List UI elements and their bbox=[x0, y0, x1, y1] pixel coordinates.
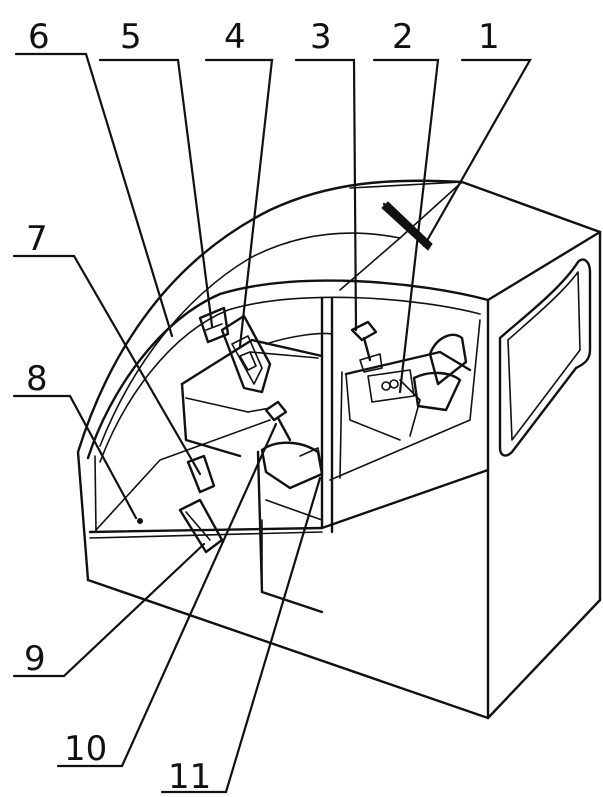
seat-left bbox=[198, 306, 230, 344]
leader-4 bbox=[204, 58, 274, 348]
leader-5 bbox=[98, 58, 214, 328]
callout-2: 2 bbox=[392, 17, 414, 57]
pedal-upper bbox=[186, 454, 216, 494]
callout-6: 6 bbox=[28, 17, 50, 57]
leader-7 bbox=[12, 254, 202, 476]
callout-9: 9 bbox=[24, 639, 46, 679]
seat-right bbox=[367, 333, 468, 412]
callout-1: 1 bbox=[478, 17, 500, 57]
wiper bbox=[381, 201, 433, 251]
leader-6 bbox=[14, 52, 174, 338]
side-window bbox=[498, 258, 592, 457]
leader-11 bbox=[160, 476, 322, 794]
callout-3: 3 bbox=[310, 17, 332, 57]
callout-10: 10 bbox=[64, 729, 107, 769]
leader-2 bbox=[372, 58, 440, 394]
callout-7: 7 bbox=[26, 219, 48, 259]
leader-lines bbox=[12, 52, 532, 794]
windshield-frame bbox=[86, 279, 490, 539]
callout-5: 5 bbox=[120, 17, 142, 57]
floor-dot bbox=[137, 518, 143, 524]
control-lever-right bbox=[350, 320, 383, 373]
leader-1 bbox=[422, 58, 532, 248]
leader-8 bbox=[12, 394, 138, 520]
callout-11: 11 bbox=[168, 757, 211, 797]
control-lever-left bbox=[260, 400, 324, 490]
callout-4: 4 bbox=[224, 17, 246, 57]
leader-9 bbox=[12, 542, 206, 678]
pedal-lower bbox=[178, 498, 224, 554]
callout-labels: 6 5 4 3 2 1 7 8 9 10 11 bbox=[24, 17, 500, 797]
cab-body bbox=[76, 179, 602, 720]
callout-8: 8 bbox=[26, 359, 48, 399]
leader-10 bbox=[56, 422, 278, 768]
leader-3 bbox=[294, 58, 358, 332]
cab-interior bbox=[95, 332, 472, 614]
panel-center bbox=[220, 314, 272, 394]
